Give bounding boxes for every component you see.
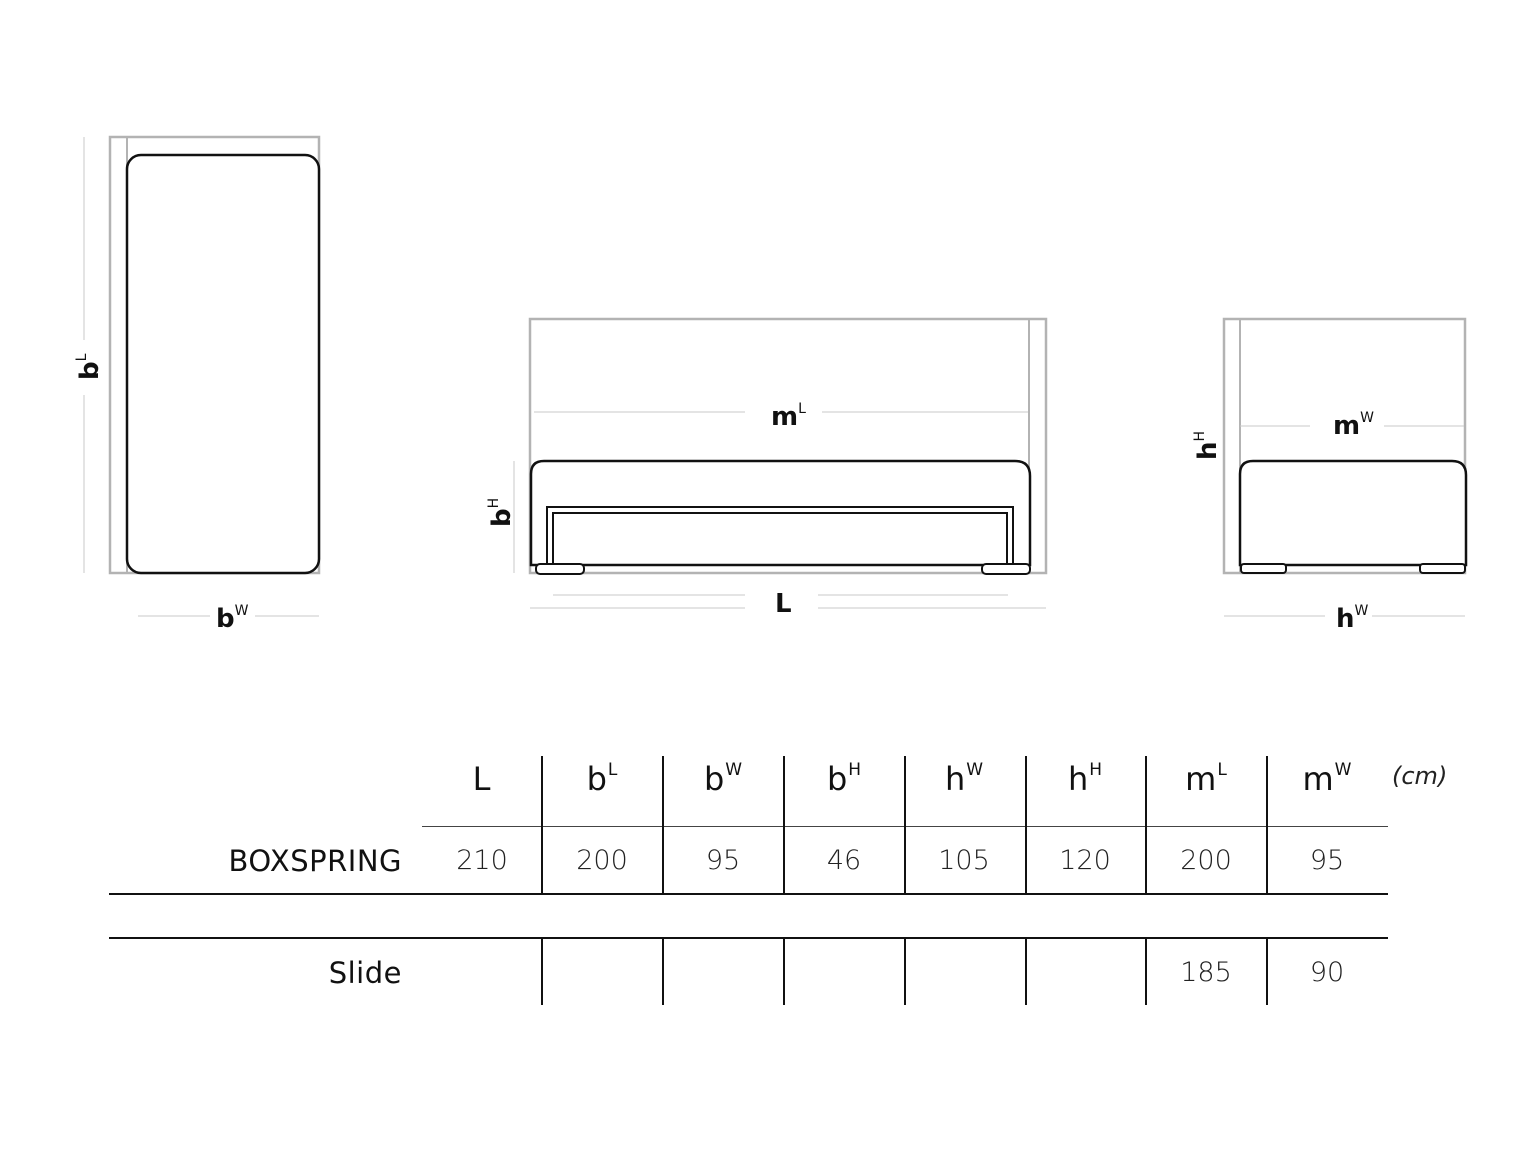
mattress-outline xyxy=(125,153,321,575)
table-cell: 210 xyxy=(456,845,508,876)
table-cell: 46 xyxy=(826,845,862,876)
table-cell: 200 xyxy=(1180,845,1232,876)
table-cell: 105 xyxy=(938,845,990,876)
unit-label: (cm) xyxy=(1392,762,1448,790)
header-hH: hH xyxy=(1067,760,1103,798)
table-cell: 95 xyxy=(1309,845,1345,876)
side-view-width-label: hW xyxy=(1336,603,1369,634)
dimension-table: L bL bW bH hW hH mL mW (cm) BOXSPRING 21… xyxy=(0,740,1536,1020)
table-cell: 120 xyxy=(1059,845,1111,876)
bed-dimension-diagram: bL bW mL bH L xyxy=(74,135,1468,634)
front-view-top-label: mL xyxy=(771,401,806,432)
right-foot xyxy=(981,563,1031,575)
header-L: L xyxy=(472,760,491,798)
top-view-width-label: bW xyxy=(216,603,249,634)
col-divider xyxy=(541,938,543,1005)
front-view-height-label: bH xyxy=(486,498,517,527)
header-mW: mW xyxy=(1302,760,1352,798)
col-divider xyxy=(662,756,664,894)
side-right-foot xyxy=(1419,563,1466,574)
row1-bottom-rule xyxy=(109,893,1388,895)
top-view: bL bW xyxy=(74,135,321,634)
col-divider xyxy=(1145,938,1147,1005)
table-cell: 185 xyxy=(1180,957,1232,988)
left-foot xyxy=(535,563,585,575)
side-left-foot xyxy=(1240,563,1287,574)
col-divider xyxy=(1266,938,1268,1005)
top-view-height-label: bL xyxy=(74,353,105,380)
side-view-top-label: mW xyxy=(1333,410,1374,441)
header-hW: hW xyxy=(944,760,984,798)
header-bH: bH xyxy=(826,760,862,798)
row-name-boxspring: BOXSPRING xyxy=(228,844,402,878)
front-view-length-label: L xyxy=(775,589,792,619)
col-divider xyxy=(783,938,785,1005)
table-cell: 200 xyxy=(576,845,628,876)
header-bW: bW xyxy=(703,760,743,798)
side-view-height-label: hH xyxy=(1192,431,1223,460)
row2-top-rule xyxy=(109,937,1388,939)
col-divider xyxy=(904,756,906,894)
header-mL: mL xyxy=(1185,760,1227,798)
col-divider xyxy=(541,756,543,894)
col-divider xyxy=(662,938,664,1005)
slide-drawer-outline xyxy=(546,506,1014,566)
header-bL: bL xyxy=(586,760,618,798)
col-divider xyxy=(783,756,785,894)
side-view: mW hH hW xyxy=(1192,317,1468,634)
side-frame-outline xyxy=(1238,459,1468,567)
col-divider xyxy=(1266,756,1268,894)
row-name-slide: Slide xyxy=(328,956,402,990)
col-divider xyxy=(1025,938,1027,1005)
table-cell: 95 xyxy=(705,845,741,876)
col-divider xyxy=(1025,756,1027,894)
col-divider xyxy=(904,938,906,1005)
table-cell: 90 xyxy=(1309,957,1345,988)
col-divider xyxy=(1145,756,1147,894)
front-view: mL bH L xyxy=(486,317,1048,619)
